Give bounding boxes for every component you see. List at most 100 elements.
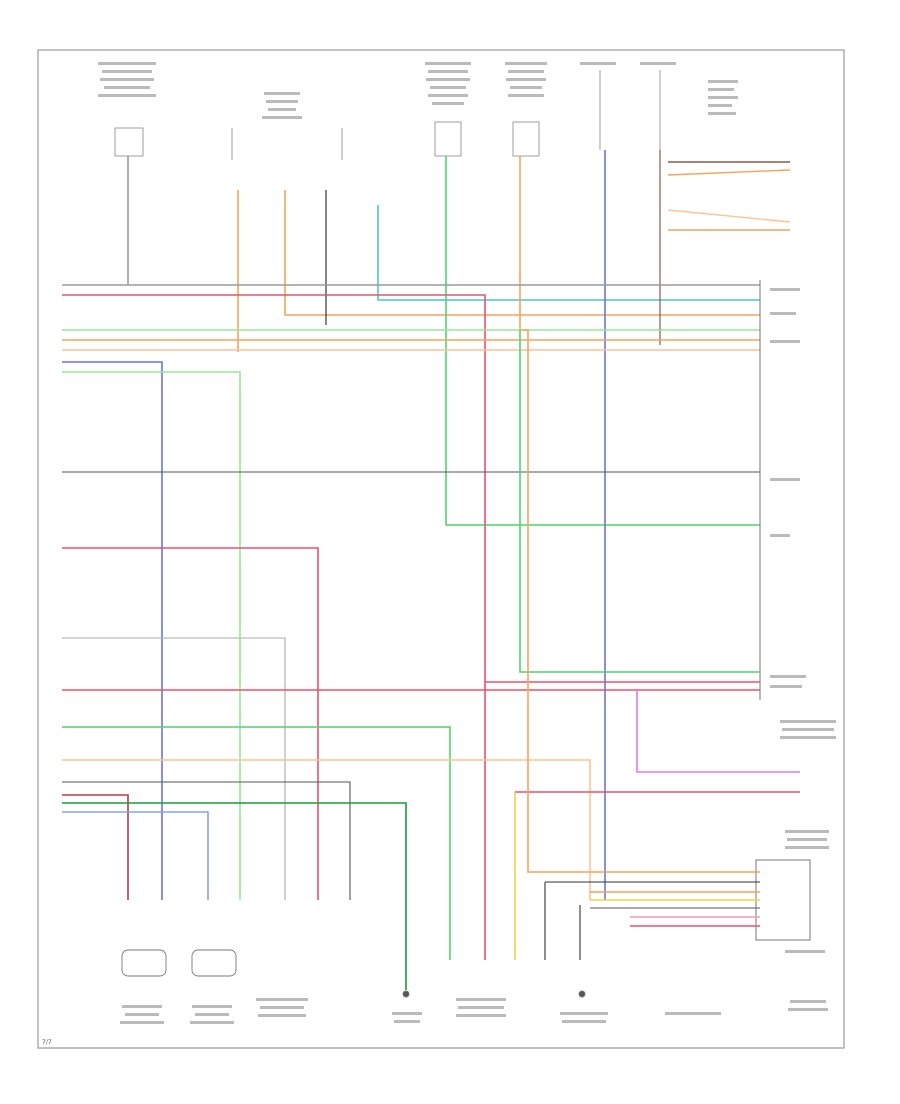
wire [62,726,451,960]
label-line [256,998,308,1001]
wire [377,205,760,301]
label-line [708,96,738,99]
sensor-body [121,949,167,977]
label-line [102,70,152,73]
wire [62,794,129,900]
label-line [268,108,296,111]
label-line [122,1005,162,1008]
wire [520,329,760,873]
component-box [512,121,540,157]
wire [62,371,241,900]
connector-box [755,859,811,941]
wire [667,209,791,223]
wire [62,637,286,900]
label-line [580,62,616,65]
label-line [190,1021,234,1024]
vertical-wires-top [127,150,760,900]
label-line [392,1012,422,1015]
label-line [790,1000,826,1003]
label-line [708,88,734,91]
label-line [430,86,466,89]
label-line [264,92,300,95]
wire [284,190,760,316]
label-line [508,70,544,73]
label-line [266,100,298,103]
label-line [770,312,796,315]
label-line [262,116,302,119]
label-line [785,950,825,953]
label-line [665,1012,721,1015]
wire [62,811,209,900]
component-box [434,121,462,157]
sensor-body [191,949,237,977]
label-line [770,685,802,688]
label-line [640,62,676,65]
ground-symbol [402,990,410,998]
label-line [505,62,547,65]
label-line [708,104,732,107]
label-line [708,112,736,115]
label-line [560,1012,608,1015]
right-labels [770,288,836,849]
wire [519,330,760,673]
label-line [788,1008,828,1011]
label-line [770,478,800,481]
ground-symbol [578,990,586,998]
top-right-wires [667,161,791,231]
label-line [510,86,542,89]
label-line [428,70,468,73]
label-line [770,288,800,291]
wire [62,294,486,960]
label-line [770,675,806,678]
wire [445,156,760,526]
label-line [708,80,738,83]
label-line [428,94,468,97]
label-line [508,94,544,97]
label-line [100,78,154,81]
wire [667,169,791,176]
wire [62,547,319,900]
bottom-components [121,949,586,998]
wire [62,759,591,900]
bottom-labels [120,950,828,1024]
label-line [780,736,836,739]
page-number: 7/7 [42,1039,52,1046]
label-line [426,78,470,81]
label-line [456,1014,506,1017]
label-line [432,102,464,105]
component-box [114,127,144,157]
label-line [770,534,790,537]
wire [62,781,351,900]
diagram-border [37,49,845,1049]
label-line [195,1013,229,1016]
top-components [114,70,661,160]
wire [62,361,163,900]
right-runs [485,329,800,960]
label-line [394,1020,420,1023]
label-line [787,838,827,841]
label-line [120,1021,164,1024]
label-line [98,94,156,97]
label-line [260,1006,304,1009]
label-line [506,78,546,81]
label-line [785,846,829,849]
label-line [456,998,506,1001]
label-line [562,1020,606,1023]
label-line [192,1005,232,1008]
label-line [782,728,834,731]
top-labels [98,62,738,119]
label-line [780,720,836,723]
label-line [104,86,150,89]
bus-wires [62,284,760,990]
label-line [425,62,471,65]
label-line [98,62,156,65]
wire [636,690,800,773]
label-line [125,1013,159,1016]
label-line [770,340,800,343]
label-line [785,830,829,833]
label-line [458,1006,504,1009]
label-line [258,1014,306,1017]
wire [62,802,407,990]
